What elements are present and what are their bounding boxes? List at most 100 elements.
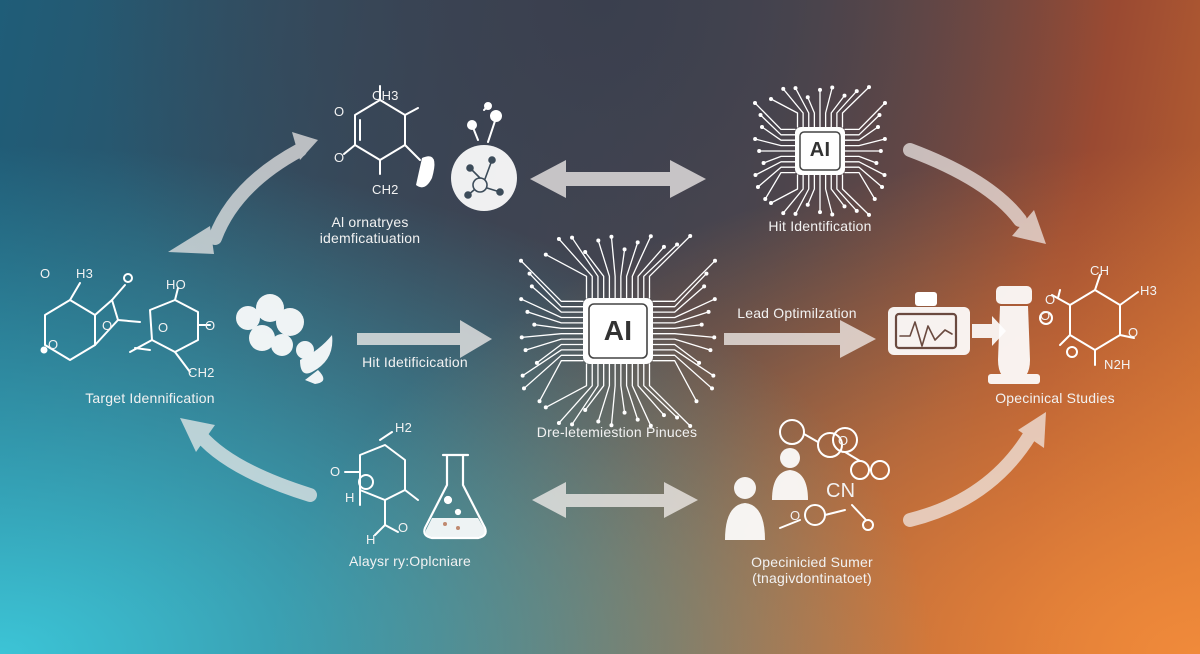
chem-ch2-top: CH2: [372, 182, 399, 197]
circuit-node: [519, 258, 523, 263]
molecule-network-bottom-right: [779, 419, 890, 531]
label-bottom-right-line-1: Opecinicied Sumer: [751, 554, 873, 570]
circuit-node: [713, 258, 717, 263]
people-icon: [725, 448, 808, 540]
circuit-node: [842, 204, 847, 209]
circuit-node: [874, 161, 879, 165]
circuit-trace: [754, 161, 796, 176]
label-bottom-left: Alaysr ry:Oplcniare: [348, 553, 472, 569]
circuit-trace: [545, 253, 588, 299]
label-hit-identification-top: Hit Identification: [768, 218, 872, 234]
circuit-node: [661, 244, 666, 249]
chem-o-right-3: O: [1040, 308, 1051, 323]
lab-monitor-icon: [888, 292, 1006, 355]
arrow-center-to-right: [724, 320, 876, 358]
molecule-left: [40, 273, 211, 373]
chem-ch3-top: CH3: [372, 88, 399, 103]
circuit-node: [781, 211, 786, 216]
circuit-trace: [538, 360, 584, 402]
circuit-node: [882, 137, 887, 141]
circuit-trace: [652, 272, 708, 308]
chem-h-bottom-2: H: [366, 532, 376, 547]
label-center-bottom: Dre-letemiestion Pinuces: [536, 424, 698, 440]
test-tube-icon: [988, 286, 1040, 384]
label-target-identification: Target Idennification: [85, 390, 215, 406]
circuit-trace: [625, 363, 639, 421]
circuit-node: [543, 252, 548, 257]
molecule-top-left: [343, 85, 435, 188]
circuit-trace: [536, 343, 584, 364]
label-top-left: Al ornatryes idemficatiuation: [290, 214, 450, 246]
circuit-trace: [807, 174, 816, 206]
circuit-trace: [524, 338, 584, 351]
circuit-node: [842, 93, 847, 98]
circuit-trace: [844, 155, 878, 164]
circuit-trace: [531, 285, 584, 313]
circuit-trace: [794, 174, 810, 215]
circuit-node: [872, 197, 877, 201]
label-top-left-line-1: Al ornatryes: [331, 214, 409, 230]
circuit-trace: [528, 272, 584, 308]
circuit-trace: [571, 363, 599, 425]
chem-h2-bottom: H2: [395, 420, 413, 435]
circuit-node: [570, 235, 575, 240]
circuit-trace: [841, 174, 870, 216]
circuit-trace: [637, 246, 665, 299]
circuit-node: [793, 211, 798, 216]
circuit-trace: [652, 338, 712, 351]
circuit-node: [596, 238, 601, 243]
circuit-trace: [584, 363, 605, 411]
circuit-trace: [620, 248, 626, 299]
circuit-trace: [757, 166, 796, 188]
circuit-trace: [625, 241, 639, 299]
circuit-trace: [754, 102, 796, 131]
ai-chip-center-label: AI: [603, 315, 633, 346]
circuit-trace: [637, 363, 665, 416]
circuit-node: [763, 197, 768, 201]
circuit-node: [661, 413, 666, 418]
circuit-node: [697, 360, 702, 365]
chem-ch2-left: CH2: [188, 365, 215, 380]
arrow-top-left-head: [292, 132, 318, 160]
circuit-node: [854, 89, 859, 94]
label-top-left-line-2: idemficatiuation: [319, 230, 421, 246]
circuit-trace: [652, 349, 714, 377]
circuit-node: [543, 405, 548, 410]
circuit-node: [556, 236, 561, 241]
circuit-trace: [631, 235, 652, 299]
circuit-node: [867, 212, 871, 217]
circuit-trace: [643, 243, 678, 299]
circuit-trace: [652, 311, 710, 324]
circuit-trace: [520, 260, 584, 302]
circuit-node: [675, 242, 680, 247]
circuit-node: [753, 101, 757, 105]
circuit-node: [688, 234, 693, 239]
circuit-trace: [761, 126, 796, 141]
circuit-node: [519, 335, 524, 340]
double-arrow-top: [530, 160, 706, 198]
label-bottom-right: Opecinicied Sumer (tnagivdontinatoet): [722, 554, 902, 586]
arrow-bottom-left-curve: [193, 428, 317, 502]
circuit-node: [694, 399, 699, 404]
circuit-trace: [844, 138, 886, 147]
circuit-trace: [764, 171, 796, 200]
arrow-top-left-curve: [208, 143, 307, 245]
circuit-node: [583, 249, 588, 254]
circuit-node: [648, 234, 653, 239]
circuit-trace: [652, 285, 705, 313]
circuit-trace: [836, 90, 858, 128]
circuit-node: [570, 422, 575, 427]
ai-chip-center-pins: [519, 234, 717, 428]
circuit-node: [878, 149, 883, 153]
molecule-bottom-left: [344, 431, 419, 536]
circuit-trace: [844, 102, 886, 131]
circuit-trace: [648, 363, 691, 427]
ai-chip-top-label: AI: [809, 139, 831, 161]
circuit-trace: [652, 333, 715, 339]
chem-o-left-1: O: [40, 266, 51, 281]
circuit-node: [583, 408, 588, 413]
arrow-top-left-tail: [168, 226, 214, 254]
circuit-node: [883, 101, 887, 105]
circuit-trace: [824, 174, 833, 216]
chem-ch-right: CH: [1090, 263, 1110, 278]
